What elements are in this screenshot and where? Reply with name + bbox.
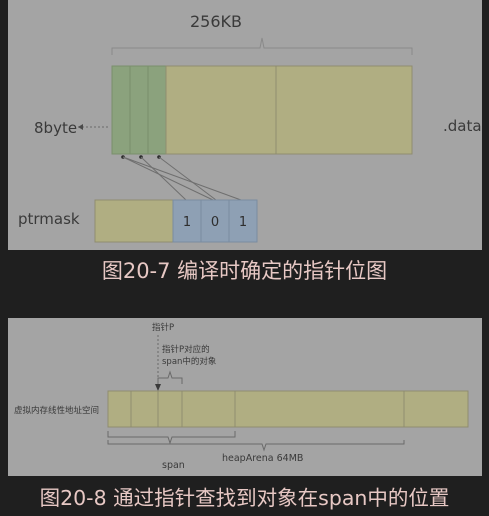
object-label-line-1: 指针P对应的 bbox=[162, 344, 210, 355]
pointer-label: 指针P bbox=[152, 322, 174, 333]
address-space-strip bbox=[107, 390, 469, 428]
object-brace bbox=[157, 370, 183, 384]
pointer-arrow-head bbox=[155, 384, 161, 391]
mapping-line-4 bbox=[122, 156, 214, 201]
figure2-caption: 图20-8 通过指针查找到对象在span中的位置 bbox=[39, 486, 450, 510]
span-brace bbox=[107, 431, 236, 445]
byte-label: 8byte bbox=[34, 119, 77, 137]
mask-bit-cell-2 bbox=[200, 199, 230, 243]
object-label-line-2: span中的对象 bbox=[162, 356, 217, 367]
arena-label: heapArena 64MB bbox=[222, 453, 303, 464]
mask-bit-1: 1 bbox=[183, 215, 191, 230]
mapping-line-2 bbox=[140, 156, 187, 201]
mask-bit-2: 0 bbox=[211, 215, 219, 230]
pointer-word-1 bbox=[111, 65, 131, 155]
mask-data-block bbox=[94, 199, 174, 243]
mapping-line-1 bbox=[122, 156, 242, 201]
size-brace bbox=[111, 37, 413, 55]
mapping-line-3 bbox=[158, 156, 217, 201]
space-label: 虚拟内存线性地址空间 bbox=[14, 405, 99, 416]
pointer-word-3 bbox=[147, 65, 167, 155]
size-label: 256KB bbox=[190, 12, 242, 31]
span-label: span bbox=[162, 460, 185, 471]
data-segment bbox=[165, 65, 277, 155]
pointer-word-2 bbox=[129, 65, 149, 155]
mask-bit-3: 1 bbox=[239, 215, 247, 230]
mask-bit-cell-3 bbox=[228, 199, 258, 243]
figure1-caption: 图20-7 编译时确定的指针位图 bbox=[101, 259, 388, 283]
data-label: .data bbox=[443, 117, 482, 135]
byte-arrow-head bbox=[78, 124, 83, 130]
arena-brace bbox=[107, 440, 405, 452]
mask-label: ptrmask bbox=[18, 210, 80, 228]
